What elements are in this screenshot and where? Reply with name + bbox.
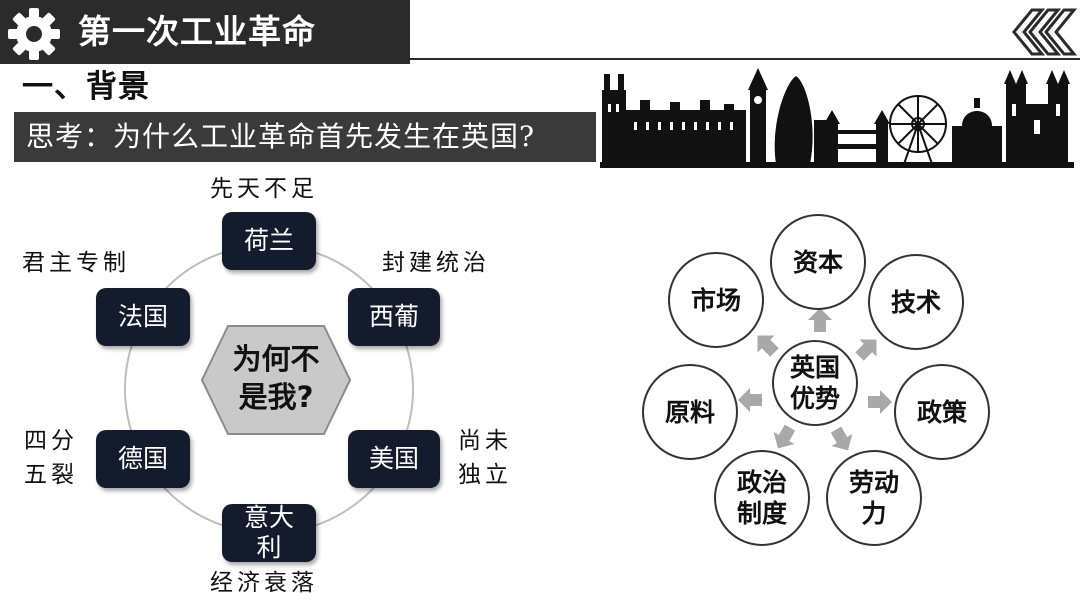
note-netherlands: 先天不足 <box>210 172 318 206</box>
center-britain-advantage: 英国 优势 <box>772 340 858 426</box>
center-advantage-line1: 英国 <box>790 352 840 383</box>
country-italy-line1: 意大 <box>244 503 294 533</box>
note-usa-line2: 独立 <box>458 458 512 492</box>
page-title: 第一次工业革命 <box>78 10 316 54</box>
note-france: 君主专制 <box>22 246 130 280</box>
country-italy-line2: 利 <box>256 533 281 563</box>
note-germany: 四分 五裂 <box>24 424 78 492</box>
factor-technology: 技术 <box>868 254 964 350</box>
country-usa: 美国 <box>348 430 440 488</box>
factor-raw-materials: 原料 <box>642 364 738 460</box>
note-italy: 经济衰落 <box>210 566 318 600</box>
country-france: 法国 <box>96 288 190 346</box>
note-spain-portugal: 封建统治 <box>382 246 490 280</box>
factor-political-line2: 制度 <box>737 498 787 529</box>
country-spain-portugal: 西葡 <box>348 288 440 346</box>
gear-icon <box>6 6 62 62</box>
factor-political-system: 政治 制度 <box>714 450 810 546</box>
note-germany-line2: 五裂 <box>24 458 78 492</box>
factor-political-line1: 政治 <box>737 467 787 498</box>
factor-labor-line1: 劳动 <box>849 467 899 498</box>
center-question-line2: 是我? <box>198 378 354 416</box>
note-germany-line1: 四分 <box>24 424 78 458</box>
factor-labor: 劳动 力 <box>826 450 922 546</box>
chevron-left-icon[interactable] <box>1008 6 1078 58</box>
london-skyline-icon <box>600 64 1074 168</box>
country-germany: 德国 <box>96 430 190 488</box>
factor-policy: 政策 <box>894 364 990 460</box>
section-heading: 一、背景 <box>22 66 150 108</box>
factor-market: 市场 <box>668 252 764 348</box>
note-usa-line1: 尚未 <box>458 424 512 458</box>
center-question-line1: 为何不 <box>198 340 354 378</box>
center-advantage-line2: 优势 <box>790 383 840 414</box>
header-divider <box>410 58 1080 60</box>
factor-labor-line2: 力 <box>849 498 899 529</box>
factor-capital: 资本 <box>770 214 866 310</box>
country-netherlands: 荷兰 <box>222 212 316 270</box>
center-question: 为何不 是我? <box>198 340 354 416</box>
note-usa: 尚未 独立 <box>458 424 512 492</box>
question-text: 思考：为什么工业革命首先发生在英国? <box>26 116 535 158</box>
country-italy: 意大 利 <box>222 504 316 562</box>
